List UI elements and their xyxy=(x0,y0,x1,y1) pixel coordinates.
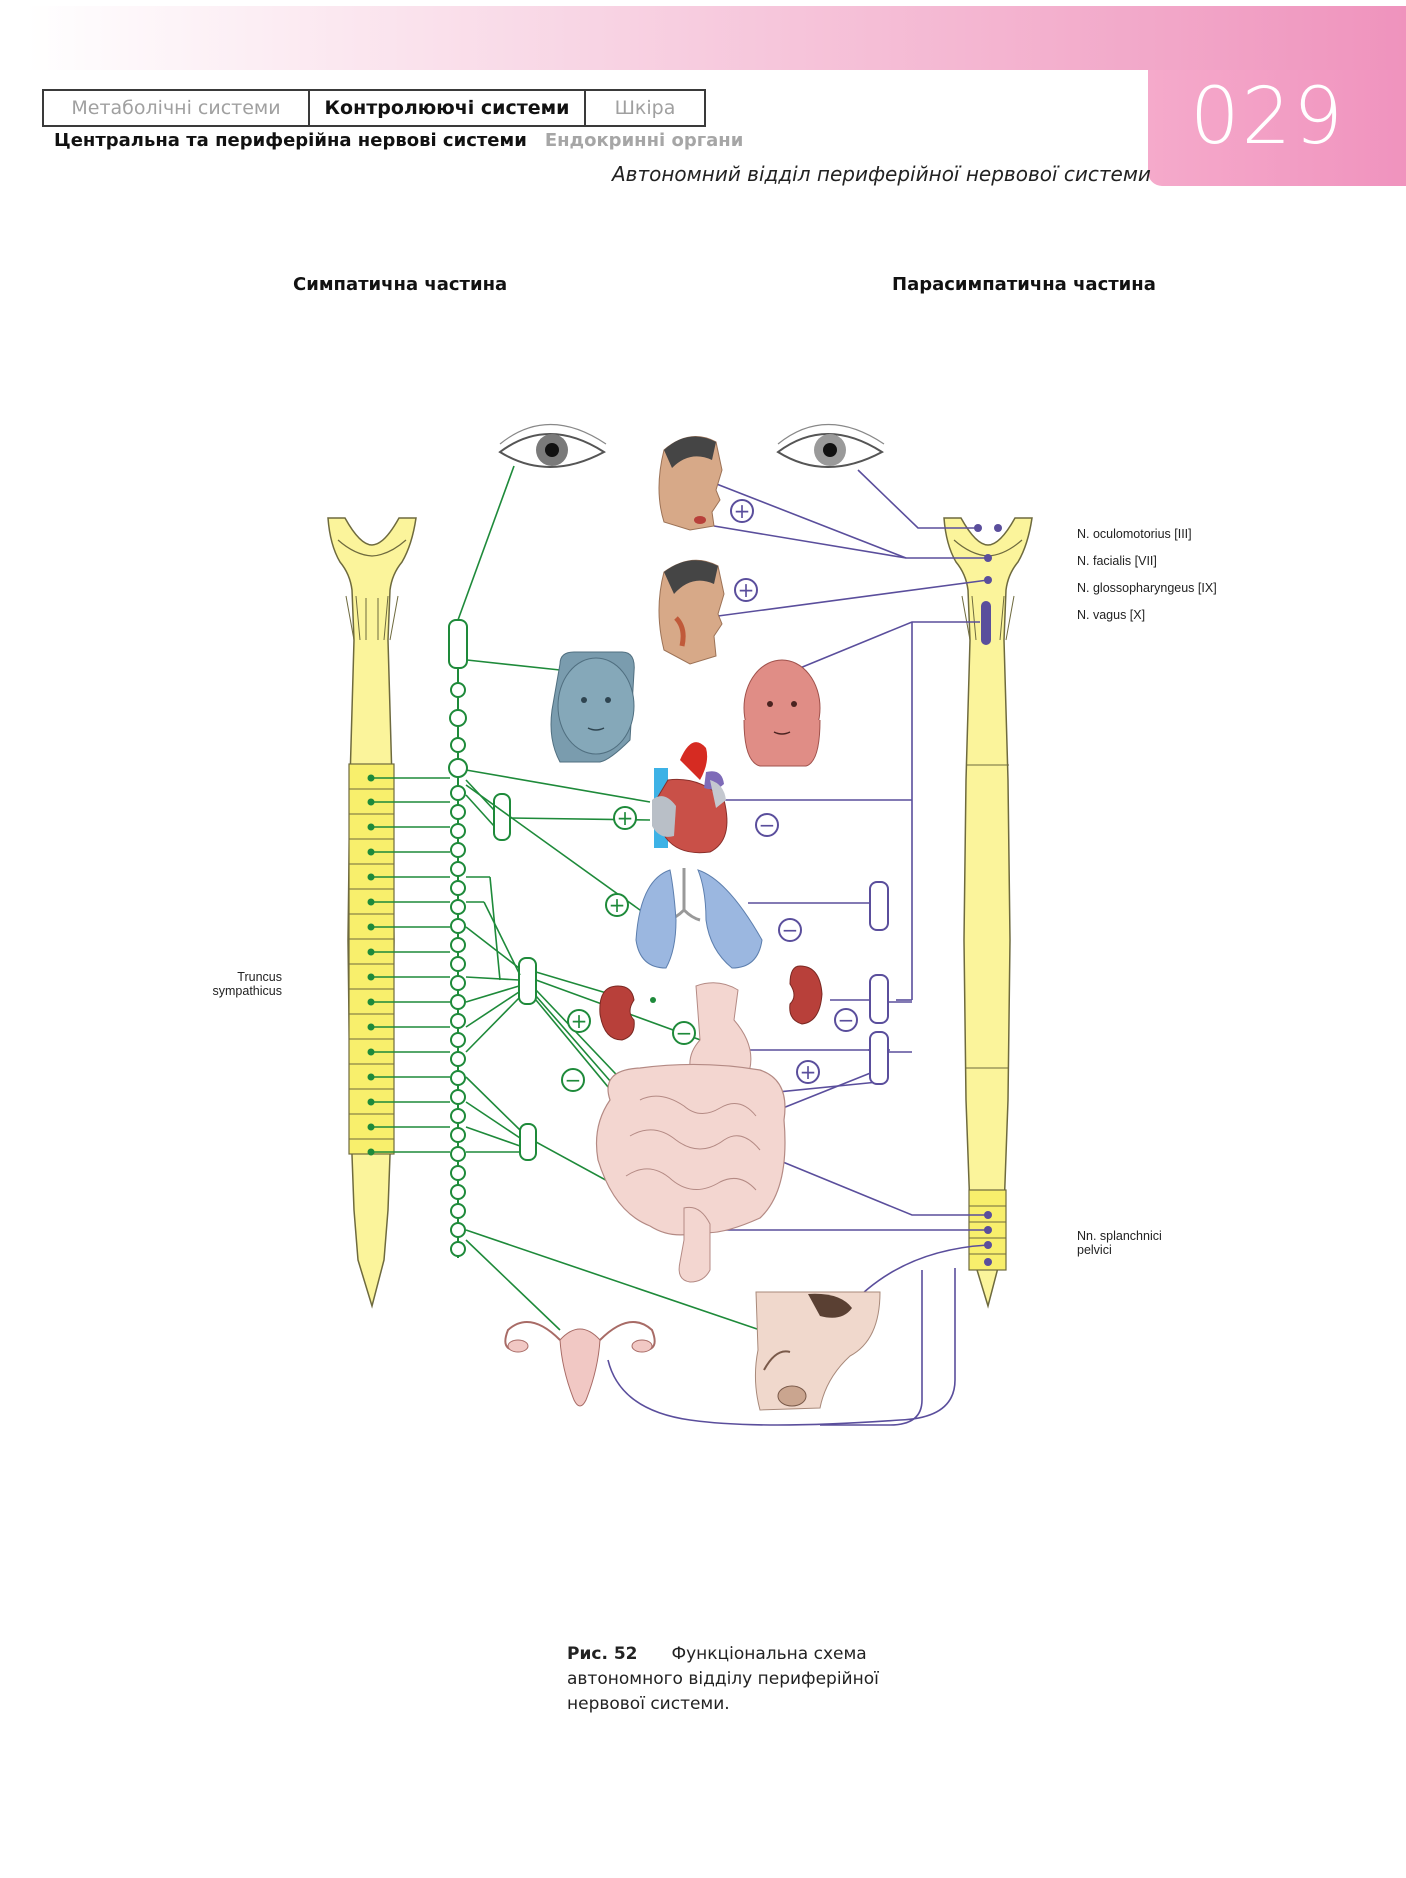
svg-text:+: + xyxy=(738,578,755,602)
heading-parasympathetic: Парасимпатична частина xyxy=(892,274,1156,295)
svg-text:−: − xyxy=(676,1021,693,1045)
subtab-endocrine-organs[interactable]: Ендокринні органи xyxy=(544,130,744,151)
heart xyxy=(652,742,728,854)
tab-skin[interactable]: Шкіра xyxy=(614,97,676,119)
tab-control-systems[interactable]: Контролюючі системи xyxy=(310,91,586,125)
sign-minus-heart: − xyxy=(755,813,779,837)
sympathetic-trunk xyxy=(448,619,537,1258)
label-truncus-line2: sympathicus xyxy=(213,984,282,998)
effect-signs: + + + − + − + − − − + xyxy=(561,499,858,1092)
sign-plus-intestine: + xyxy=(796,1060,820,1084)
sign-plus-lungs: + xyxy=(605,893,629,917)
label-splanchnici-line1: Nn. splanchnici xyxy=(1077,1229,1162,1243)
sign-minus-kidney-right: − xyxy=(834,1008,858,1032)
sign-plus-face-upper: + xyxy=(730,499,754,523)
label-splanchnici-line2: pelvici xyxy=(1077,1243,1112,1257)
head-profile-lower xyxy=(658,559,725,665)
heading-sympathetic: Симпатична частина xyxy=(293,274,508,295)
svg-text:−: − xyxy=(838,1008,855,1032)
head-profile-upper xyxy=(658,436,723,531)
head-blue xyxy=(550,651,635,763)
svg-text:−: − xyxy=(565,1068,582,1092)
male-pelvis xyxy=(754,1291,881,1411)
uterus xyxy=(504,1321,656,1407)
kidney-right xyxy=(789,965,823,1025)
label-facialis: N. facialis [VII] xyxy=(1077,554,1157,568)
svg-text:+: + xyxy=(571,1009,588,1033)
svg-text:+: + xyxy=(617,806,634,830)
eye-left xyxy=(498,423,607,468)
sign-minus-intestine: − xyxy=(561,1068,585,1092)
sign-plus-heart: + xyxy=(613,806,637,830)
svg-text:−: − xyxy=(759,813,776,837)
page-number: 029 xyxy=(1190,72,1345,162)
tab-metabolic-systems[interactable]: Метаболічні системи xyxy=(44,91,310,125)
svg-text:+: + xyxy=(734,499,751,523)
eye-right xyxy=(776,423,885,468)
sign-plus-face-lower: + xyxy=(734,578,758,602)
head-red xyxy=(743,659,821,767)
figure-caption-text: Функціональна схема автономного відділу … xyxy=(567,1644,879,1714)
label-vagus: N. vagus [X] xyxy=(1077,608,1145,622)
sign-plus-kidney: + xyxy=(567,1009,591,1033)
section-title: Автономний відділ периферійної нервової … xyxy=(612,162,1151,186)
parasympathetic-spinal-cord xyxy=(943,517,1033,1309)
label-truncus-line1: Truncus xyxy=(237,970,282,984)
subtab-row: Центральна та периферійна нервові систем… xyxy=(54,130,743,151)
figure-caption-lead: Рис. 52 xyxy=(567,1644,638,1664)
page-badge xyxy=(1148,70,1406,186)
label-glossopharyngeus: N. glossopharyngeus [IX] xyxy=(1077,581,1217,595)
parasympathetic-ganglia xyxy=(869,881,889,1085)
sympathetic-cord-dots xyxy=(367,774,693,1229)
svg-text:+: + xyxy=(609,893,626,917)
subtab-nervous-systems[interactable]: Центральна та периферійна нервові систем… xyxy=(54,130,527,151)
svg-text:+: + xyxy=(800,1060,817,1084)
lungs xyxy=(635,868,763,969)
sign-minus-stomach: − xyxy=(672,1021,696,1045)
kidney-left xyxy=(599,985,635,1041)
intestines xyxy=(595,1063,786,1283)
label-oculomotorius: N. oculomotorius [III] xyxy=(1077,527,1192,541)
chapter-tabs: Метаболічні системи Контролюючі системи … xyxy=(42,89,706,127)
sympathetic-spinal-cord xyxy=(327,517,417,1309)
header-band xyxy=(26,6,1406,70)
sign-minus-lungs: − xyxy=(778,918,802,942)
svg-text:−: − xyxy=(782,918,799,942)
